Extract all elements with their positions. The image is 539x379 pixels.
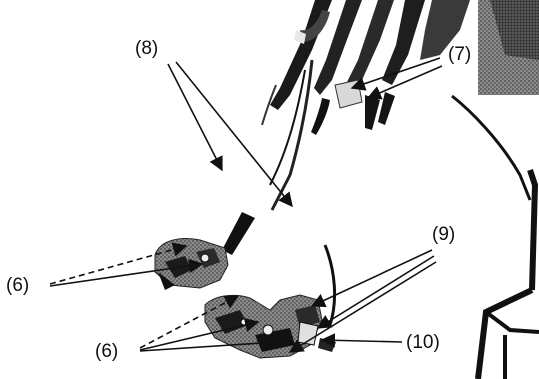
callout-labels: (8) (7) (9) (6) (6) (10): [6, 38, 471, 362]
callout-10: (10): [406, 332, 440, 353]
leader-6-lower-a: [139, 295, 240, 349]
leader-7-a: [350, 57, 441, 91]
leader-6-upper-a: [49, 242, 188, 285]
leader-lines: [49, 57, 443, 353]
leader-8-b: [175, 61, 293, 208]
callout-6-lower: (6): [95, 341, 118, 362]
leader-10: [320, 333, 403, 348]
leader-6-lower-c: [139, 335, 278, 352]
callout-7: (7): [448, 44, 471, 65]
callout-8: (8): [135, 38, 158, 59]
callout-9: (9): [432, 224, 455, 245]
instrument-bundle-illustration: [261, 0, 470, 211]
support-frame-illustration: [451, 0, 539, 379]
leader-6-lower-b: [139, 317, 260, 351]
leader-9-c: [288, 261, 437, 353]
leader-8-a: [167, 63, 223, 172]
callout-6-upper: (6): [6, 275, 29, 296]
leader-6-upper-b: [49, 258, 204, 287]
leader-9-b: [316, 255, 435, 329]
leader-9-a: [310, 249, 433, 308]
leader-7-b: [366, 65, 443, 100]
